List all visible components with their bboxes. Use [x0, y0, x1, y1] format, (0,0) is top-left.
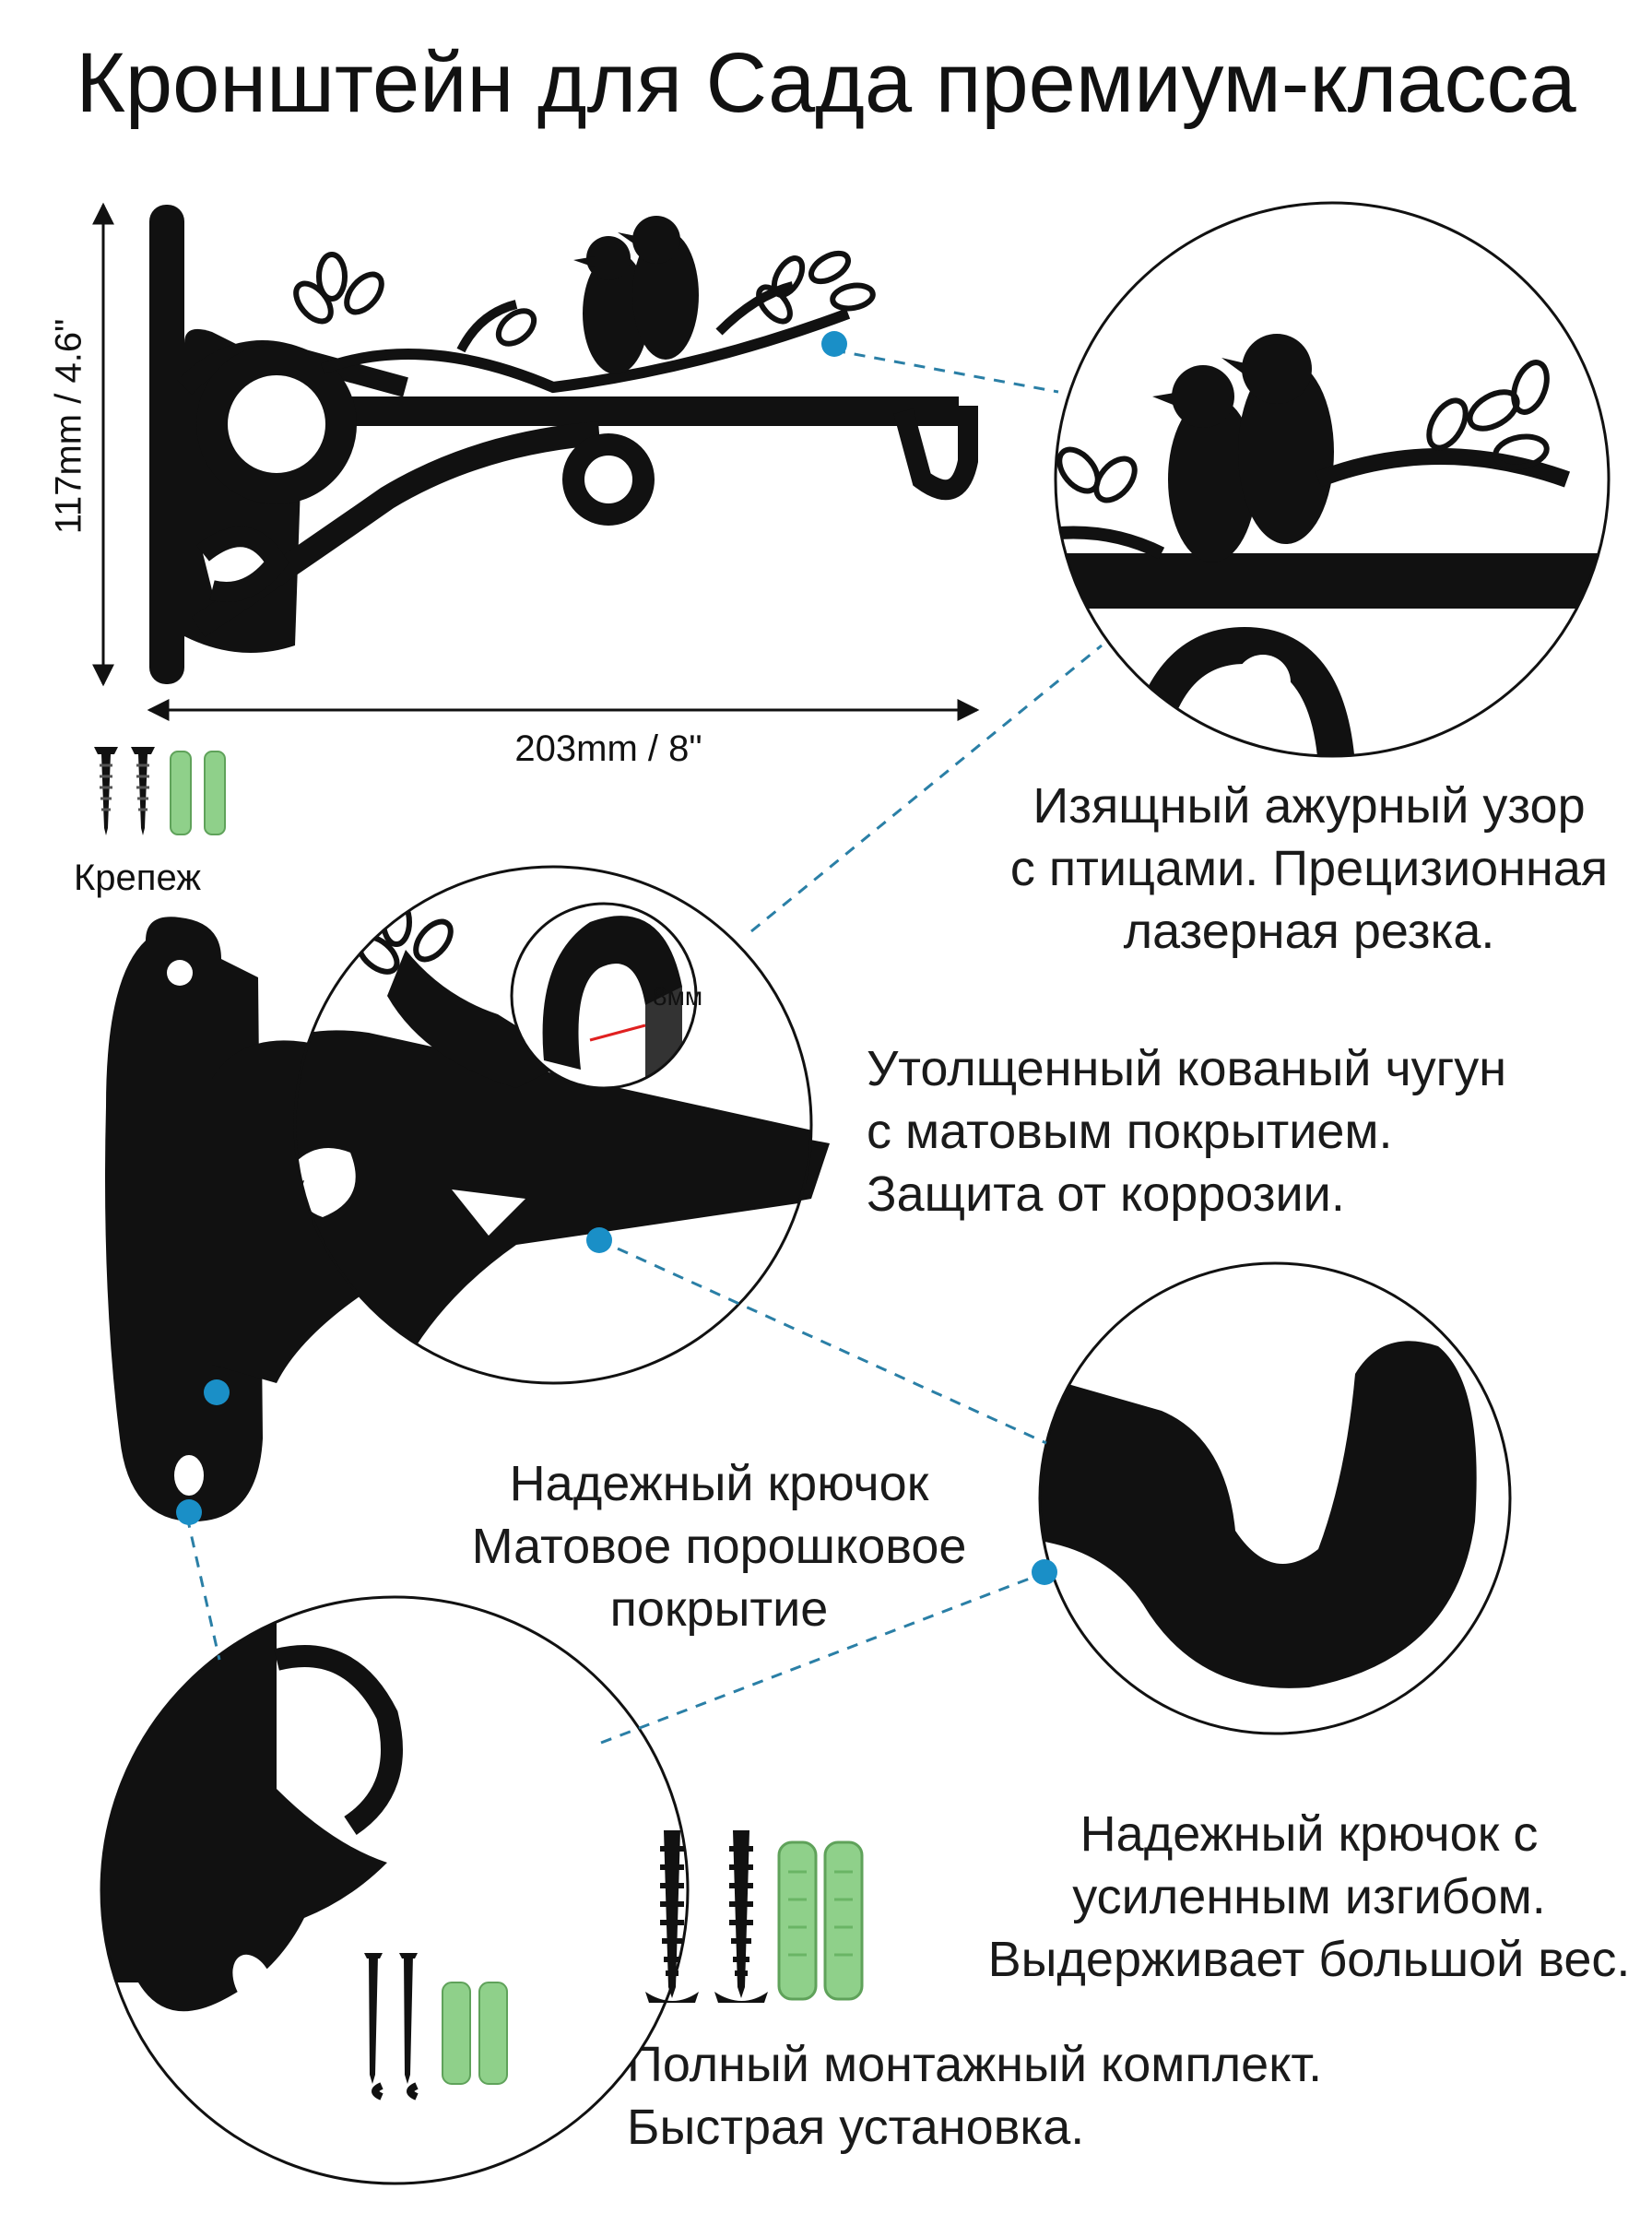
feature-iron-line-2: с матовым покрытием. — [867, 1104, 1393, 1159]
feature-hook-bend-line-3: Выдерживает большой вес. — [987, 1932, 1631, 1987]
callout-dots — [176, 331, 1057, 1585]
page-title: Кронштейн для Сада премиум-класса — [76, 36, 1576, 130]
wall-anchor-icon — [204, 751, 226, 835]
feature-kit-line-2: Быстрая установка. — [627, 2100, 1085, 2155]
bracket-main-image — [149, 205, 978, 684]
wall-anchor-icon — [823, 1840, 864, 2001]
hardware-icons — [94, 747, 226, 835]
hardware-label: Крепеж — [74, 858, 202, 898]
mounting-kit-hardware — [645, 1830, 864, 2003]
callout-dot — [1032, 1559, 1057, 1585]
feature-hook-bend-caption: Надежный крючок с усиленным изгибом. Выд… — [977, 1803, 1641, 1991]
screw-icon — [94, 747, 118, 835]
feature-hook-coating-line-2: Матовое порошковое — [471, 1519, 967, 1574]
wall-anchor-icon — [777, 1840, 818, 2001]
feature-hook-coating-line-1: Надежный крючок — [509, 1456, 929, 1511]
callout-dot — [176, 1499, 202, 1525]
feature-kit-caption: Полный монтажный комплект. Быстрая устан… — [627, 2033, 1549, 2159]
birds-detail-zoom — [1054, 201, 1611, 758]
feature-birds-line-2: с птицами. Прецизионная — [1009, 841, 1609, 896]
thickness-label: 8мм — [653, 982, 702, 1011]
feature-hook-coating-line-3: покрытие — [609, 1581, 829, 1637]
screw-icon — [131, 747, 155, 835]
feature-kit-line-1: Полный монтажный комплект. — [627, 2037, 1323, 2092]
feature-birds-line-1: Изящный ажурный узор — [1032, 778, 1586, 834]
hook-detail-zoom — [1038, 1261, 1512, 1735]
width-dimension-label: 203mm / 8" — [514, 728, 702, 769]
thickness-detail-zoom: 8мм — [510, 902, 702, 1090]
feature-iron-caption: Утолщенный кованый чугун с матовым покры… — [867, 1037, 1641, 1225]
callout-dot — [821, 331, 847, 357]
feature-birds-caption: Изящный ажурный узор с птицами. Прецизио… — [977, 775, 1641, 963]
callout-dot — [204, 1379, 230, 1405]
screw-icon — [645, 1830, 699, 2003]
wall-anchor-icon — [170, 751, 192, 835]
feature-hook-bend-line-1: Надежный крючок с — [1080, 1806, 1539, 1862]
leader-lines — [185, 349, 1103, 1745]
feature-hook-coating-caption: Надежный крючок Матовое порошковое покры… — [424, 1452, 1014, 1640]
feature-hook-bend-line-2: усиленным изгибом. — [1072, 1869, 1546, 1924]
feature-iron-line-1: Утолщенный кованый чугун — [867, 1041, 1507, 1096]
feature-iron-line-3: Защита от коррозии. — [867, 1166, 1345, 1222]
feature-birds-line-3: лазерная резка. — [1123, 904, 1495, 959]
mounting-detail-zoom — [100, 1595, 690, 2185]
callout-dot — [586, 1227, 612, 1253]
screw-icon — [714, 1830, 768, 2003]
thickness-arrow — [589, 1024, 646, 1042]
